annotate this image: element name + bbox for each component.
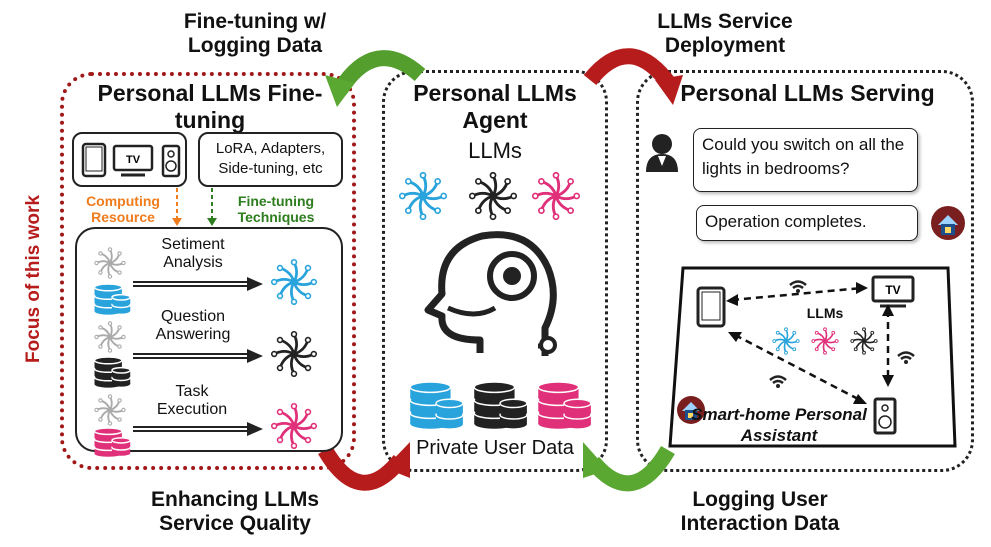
wifi-icon [769,375,787,388]
database-icon [537,381,592,429]
neural-star-icon [270,258,318,306]
wifi-icon [897,351,915,364]
house-avatar-icon [931,206,965,240]
task-label: Task Execution [156,383,228,418]
left-panel [60,72,356,470]
computing-resource-label: Computing Resource [86,193,160,225]
wifi-icon [789,280,807,293]
task-arrow-icon [133,422,263,436]
neural-star-icon [531,171,581,221]
llms-label: LLMs [468,138,522,163]
middle-panel-title: Personal LLMs Agent [413,80,577,133]
right-panel-title: Personal LLMs Serving [680,80,935,106]
neural-star-icon [468,171,518,221]
arrow-deployment-icon [583,48,683,105]
neural-star-icon [94,247,126,279]
private-data-label: Private User Data [416,437,574,459]
database-icon [93,283,131,315]
neural-star-icon [94,321,126,353]
focus-of-work-label: Focus of this work [23,195,44,363]
techniques-arrow-icon [207,188,217,226]
svg-text:TV: TV [885,283,900,297]
database-icon [93,356,131,388]
task-arrow-icon [133,277,263,291]
arrow-fine-tuning-icon [325,50,426,107]
house-avatar-icon [677,396,705,424]
user-message-bubble: Could you switch on all the lights in be… [693,128,918,192]
svg-text:TV: TV [126,154,141,166]
arrow-enhancing-icon [318,442,410,491]
neural-star-icon [398,171,448,221]
techniques-box: LoRA, Adapters, Side-tuning, etc [198,132,343,187]
neural-star-icon [94,394,126,426]
neural-star-icon [850,327,878,355]
neural-star-icon [811,327,839,355]
neural-star-icon [270,402,318,450]
flow-label-enhancing: Enhancing LLMs Service Quality [151,488,319,535]
middle-panel [382,70,608,472]
right-panel [636,70,974,472]
task-label: Setiment Analysis [161,236,225,271]
flow-label-logging: Logging User Interaction Data [680,488,840,535]
device-link-arrows [726,282,894,404]
arrow-logging-icon [583,442,675,492]
tv-icon: TV [112,144,154,177]
user-icon [646,134,678,172]
flow-label-deployment: LLMs Service Deployment [657,10,793,57]
flow-label-fine-tuning: Fine-tuning w/ Logging Data [183,10,327,57]
task-label: Question Answering [155,308,231,343]
task-arrow-icon [133,349,263,363]
robot-head-icon [424,231,557,356]
tablet-icon [81,142,107,178]
database-icon [473,381,528,429]
neural-star-icon [772,327,800,355]
fine-tuning-techniques-label: Fine-tuning Techniques [237,193,315,225]
tv-icon: TV [871,275,915,308]
speaker-icon [873,397,897,435]
resource-arrow-icon [172,188,182,226]
smart-home-frame [668,266,957,448]
smart-home-label: Smart-home Personal Assistant [691,405,867,445]
database-icon [409,381,464,429]
speaker-icon [161,144,181,178]
neural-star-icon [270,330,318,378]
database-icon [93,427,131,457]
left-panel-title: Personal LLMs Fine-tuning [97,80,323,133]
assistant-message-bubble: Operation completes. [696,205,918,241]
tablet-icon [696,286,726,328]
smart-home-llms-label: LLMs [806,305,844,321]
